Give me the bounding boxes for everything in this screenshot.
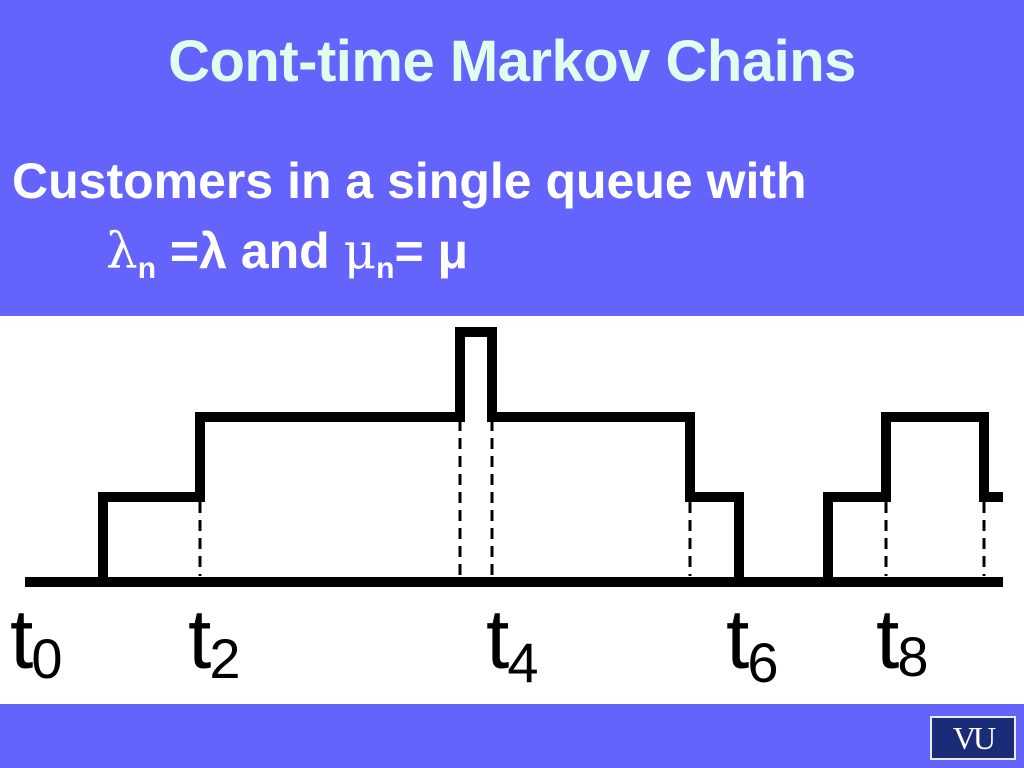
mu-subscript: n (376, 252, 395, 285)
time-label-t8: t8 (876, 592, 929, 688)
lambda-symbol: λ (106, 222, 138, 280)
equals-lambda: =λ (156, 223, 227, 279)
event-dashes (198, 420, 986, 576)
queue-length-path-1 (25, 327, 1003, 587)
queue-diagram-svg: t0 t2 t4 t6 t8 (10, 327, 1003, 694)
subtitle-line-2: λn =λ and μn= μ (106, 222, 469, 285)
and-word: and (226, 223, 344, 279)
lambda-subscript: n (137, 252, 157, 285)
time-label-t6: t6 (726, 592, 779, 694)
time-label-t4: t4 (486, 592, 539, 694)
equals-mu: = μ (394, 223, 469, 279)
mu-symbol: μ (343, 222, 377, 280)
time-label-t2: t2 (188, 592, 241, 690)
queue-diagram: t0 t2 t4 t6 t8 (0, 316, 1024, 704)
subtitle-line-1: Customers in a single queue with (12, 153, 807, 209)
time-label-t0: t0 (10, 592, 63, 690)
slide-title: Cont-time Markov Chains (168, 29, 856, 94)
vu-logo: VU (930, 716, 1016, 760)
